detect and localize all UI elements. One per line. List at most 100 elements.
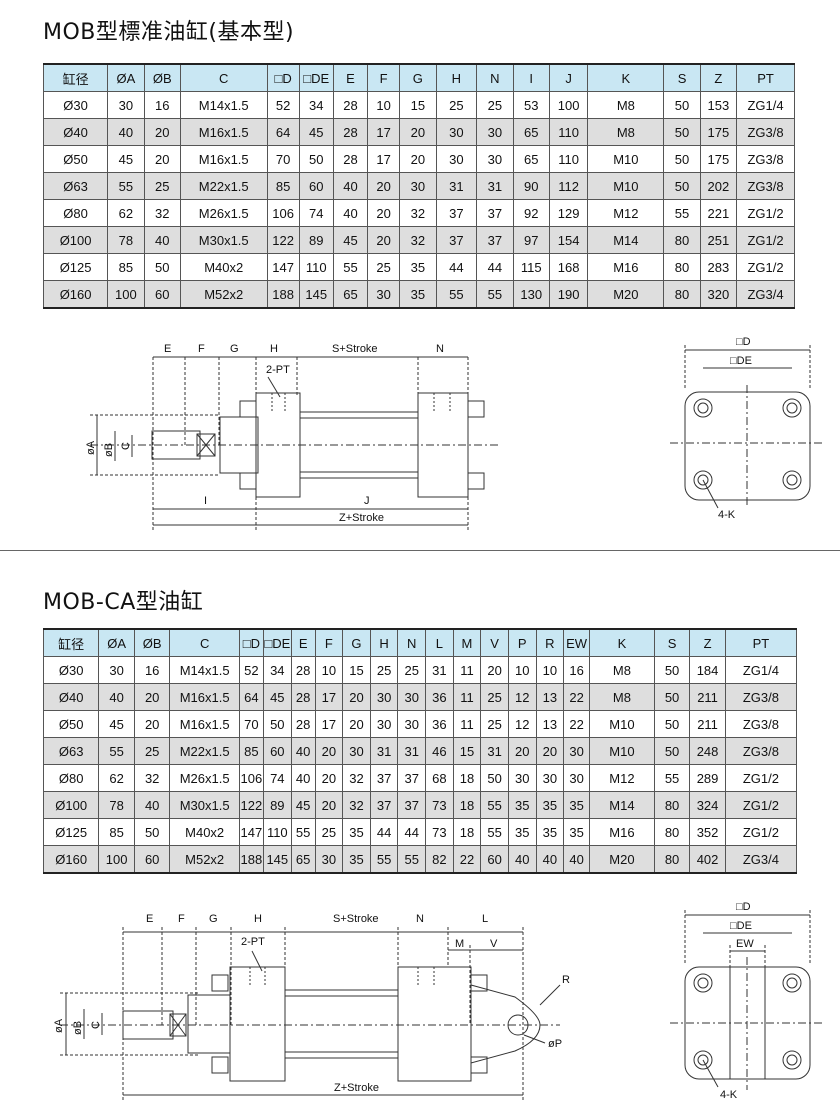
table-cell: Ø100 [42, 791, 100, 819]
table-cell: 32 [399, 199, 437, 227]
table-cell: 62 [107, 199, 145, 227]
table-cell: 34 [262, 656, 292, 684]
dim-v: V [490, 938, 498, 950]
table-cell: 40 [332, 199, 369, 227]
table-cell: 74 [262, 764, 292, 792]
table-cell: Ø40 [42, 683, 100, 711]
table-cell: 55 [435, 280, 478, 309]
dim-stroke: S+Stroke [333, 913, 379, 925]
table-cell: 50 [143, 253, 181, 281]
table-cell: 106 [238, 764, 264, 792]
table-cell: ZG1/4 [736, 91, 795, 119]
table-cell: 80 [653, 818, 691, 846]
table-cell: M14x1.5 [179, 91, 268, 119]
table-cell: 28 [290, 683, 316, 711]
column-header: PT [724, 628, 798, 657]
table-cell: 10 [367, 91, 401, 119]
table-cell: 10 [507, 656, 537, 684]
table-cell: 30 [107, 91, 145, 119]
table-cell: M10 [587, 172, 665, 200]
table-cell: 89 [262, 791, 292, 819]
table-cell: 40 [332, 172, 369, 200]
dim-h: H [254, 913, 262, 925]
table-cell: 115 [512, 253, 550, 281]
table-cell: 31 [369, 737, 399, 765]
table-cell: 30 [397, 683, 427, 711]
table-cell: 20 [342, 683, 371, 711]
table-cell: 30 [397, 710, 427, 738]
section1-title: MOB型標准油缸(基本型) [43, 20, 295, 45]
table-cell: 20 [314, 791, 344, 819]
table-cell: 188 [266, 280, 300, 309]
table-cell: ZG3/8 [724, 737, 798, 765]
table-cell: ZG3/4 [724, 845, 798, 874]
table-cell: 40 [507, 845, 537, 874]
table-cell: 190 [548, 280, 589, 309]
table-cell: M40x2 [179, 253, 268, 281]
dim-b: øB [103, 443, 115, 457]
table-cell: 45 [298, 118, 334, 146]
column-header: ØA [98, 628, 135, 657]
column-header: H [369, 628, 399, 657]
table-cell: 60 [262, 737, 292, 765]
table-cell: 352 [689, 818, 726, 846]
table-cell: 25 [133, 737, 171, 765]
table-cell: ZG1/2 [736, 226, 795, 254]
table-cell: Ø50 [42, 145, 109, 173]
column-header: G [399, 63, 437, 92]
table-cell: 89 [298, 226, 334, 254]
table-cell: 15 [399, 91, 437, 119]
column-header: E [290, 628, 316, 657]
table-cell: 25 [435, 91, 478, 119]
column-header: V [480, 628, 509, 657]
table-cell: Ø63 [42, 172, 109, 200]
column-header: ØB [143, 63, 181, 92]
table-cell: 45 [332, 226, 369, 254]
table-cell: 175 [699, 118, 738, 146]
table-cell: 36 [425, 710, 454, 738]
table-cell: 20 [133, 710, 171, 738]
dim-e: E [146, 913, 153, 925]
table-cell: 35 [507, 791, 537, 819]
table-cell: M16x1.5 [169, 683, 240, 711]
table-cell: M10 [589, 737, 655, 765]
table-cell: 97 [512, 226, 550, 254]
table-cell: 106 [266, 199, 300, 227]
table-cell: ZG1/2 [736, 199, 795, 227]
table-cell: 147 [238, 818, 264, 846]
table-cell: 50 [298, 145, 334, 173]
table-cell: 35 [563, 818, 591, 846]
dim-zstroke: Z+Stroke [339, 512, 384, 524]
table-cell: 153 [699, 91, 738, 119]
table-cell: Ø80 [42, 199, 109, 227]
table-cell: 28 [332, 118, 369, 146]
table-cell: 44 [369, 818, 399, 846]
table-cell: 18 [452, 791, 482, 819]
table-cell: 28 [332, 145, 369, 173]
table-cell: 20 [367, 172, 401, 200]
table-cell: M8 [589, 656, 655, 684]
column-header: F [314, 628, 344, 657]
table-cell: 22 [452, 845, 482, 874]
table-cell: 30 [369, 683, 399, 711]
column-header: G [342, 628, 371, 657]
table-cell: ZG1/2 [736, 253, 795, 281]
table-cell: 289 [689, 764, 726, 792]
table-cell: 64 [266, 118, 300, 146]
dim-l: L [482, 913, 488, 925]
table-cell: 55 [653, 764, 691, 792]
table-cell: 202 [699, 172, 738, 200]
table-cell: 55 [480, 791, 509, 819]
column-header: N [476, 63, 514, 92]
column-header: PT [736, 63, 795, 92]
dim-de: □DE [730, 355, 752, 367]
table-cell: 30 [563, 764, 591, 792]
table-cell: 80 [663, 280, 701, 309]
table-cell: Ø125 [42, 253, 109, 281]
table-cell: M16x1.5 [169, 710, 240, 738]
